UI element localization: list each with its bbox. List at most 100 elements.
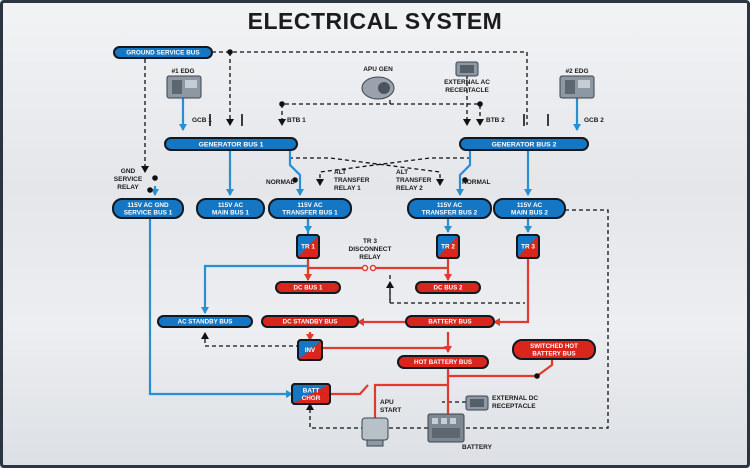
- hot-battery-bus-label: HOT BATTERY BUS: [414, 359, 472, 366]
- apu-start-icon: [361, 417, 389, 447]
- tr3-disconnect-relay-label: TR 3: [363, 238, 377, 245]
- 115v-ac-transfer-bus-2-label: TRANSFER BUS 2: [422, 209, 478, 216]
- gnd-service-relay-label: SERVICE: [114, 176, 143, 183]
- ac-standby-bus-bus-box: AC STANDBY BUS: [157, 315, 253, 328]
- dc-bus-2-bus-box: DC BUS 2: [415, 281, 481, 294]
- tr3-disconnect-relay-label: RELAY: [359, 254, 381, 261]
- 115v-ac-main-bus-1-label: 115V AC: [218, 202, 244, 209]
- wire-apu-btb1: [278, 100, 391, 126]
- tr-3-bus-box: TR 3: [516, 234, 540, 259]
- ext-dc-receptacle-icon: [465, 395, 489, 411]
- gnd-service-relay-label: GND: [121, 168, 136, 175]
- switched-hot-battery-bus-label: BATTERY BUS: [532, 350, 575, 357]
- generator-bus-1-label: GENERATOR BUS 1: [199, 141, 264, 148]
- btb1-label: BTB 1: [287, 117, 306, 124]
- alt-relay1-node: [292, 177, 298, 183]
- battery-bus-bus-box: BATTERY BUS: [405, 315, 495, 328]
- wire-chgr-out: [330, 384, 369, 396]
- bus-layer: GROUND SERVICE BUS GENERATOR BUS 1 GENERAT…: [112, 46, 596, 405]
- tr-1-bus-box: TR 1: [296, 234, 320, 259]
- alt-transfer-relay-1-label: ALT: [334, 169, 346, 176]
- 115v-ac-transfer-bus-1-label: TRANSFER BUS 1: [282, 209, 338, 216]
- apu-start-label: APU: [380, 399, 394, 406]
- tr-3-dc-half: [517, 235, 539, 258]
- tr-2-label: TR 2: [441, 244, 455, 251]
- battery-bus-label: BATTERY BUS: [428, 319, 471, 326]
- battery-label: BATTERY: [462, 444, 493, 451]
- apu-start-label: START: [380, 407, 401, 414]
- gcb2-label: GCB 2: [584, 117, 604, 124]
- generator-bus-2-label: GENERATOR BUS 2: [492, 141, 557, 148]
- batt-chgr-label: BATT: [303, 388, 320, 395]
- external-ac-receptacle-label: RECEPTACLE: [445, 87, 489, 94]
- wire-switched-hot: [448, 358, 554, 378]
- btb1-node: [279, 101, 285, 107]
- gsb-node: [227, 49, 233, 55]
- tr-3-label: TR 3: [521, 244, 535, 251]
- 115v-ac-main-bus-2-label: MAIN BUS 2: [511, 209, 548, 216]
- wire-main2-chgr: [306, 209, 609, 429]
- wire-ground-service-bus: [212, 51, 528, 125]
- ac-standby-bus-label: AC STANDBY BUS: [178, 319, 233, 326]
- inv-bus-box: INV: [297, 339, 323, 361]
- apu-gen-icon: [361, 76, 395, 100]
- gcb1-label: GCB 1: [192, 117, 212, 124]
- gnd-relay-node-b: [147, 187, 153, 193]
- switched-hot-battery-bus-label: SWITCHED HOT: [530, 343, 578, 350]
- alt-transfer-relay-2-label: RELAY 2: [396, 185, 423, 192]
- tr3-disconnect-relay: [361, 264, 377, 272]
- ac-wires: [148, 95, 581, 398]
- normal-2-label: NORMAL: [462, 179, 491, 186]
- switched-hot-node: [534, 373, 540, 379]
- gnd-service-relay-label: RELAY: [117, 184, 139, 191]
- external-dc-receptacle-label: RECEPTACLE: [492, 403, 536, 410]
- btb2-label: BTB 2: [486, 117, 505, 124]
- tr-1-label: TR 1: [301, 244, 315, 251]
- inv-dc-half: [298, 340, 322, 360]
- 115v-ac-main-bus-1-label: MAIN BUS 1: [212, 209, 249, 216]
- dc-standby-bus-label: DC STANDBY BUS: [283, 319, 338, 326]
- 115v-ac-transfer-bus-2-label: 115V AC: [437, 202, 463, 209]
- generator-bus-2-bus-box: GENERATOR BUS 2: [459, 137, 589, 151]
- generator-bus-1-bus-box: GENERATOR BUS 1: [164, 137, 298, 151]
- alt-transfer-relay-1-label: TRANSFER: [334, 177, 370, 184]
- tr3-disconnect-relay-label: DISCONNECT: [349, 246, 392, 253]
- dc-bus-1-bus-box: DC BUS 1: [275, 281, 341, 294]
- 115v-ac-transfer-bus-1-label: 115V AC: [297, 202, 323, 209]
- ext-ac-receptacle-icon: [455, 61, 479, 77]
- alt-transfer-relay-2-label: TRANSFER: [396, 177, 432, 184]
- 115v-ac-main-bus-2-label: 115V AC: [517, 202, 543, 209]
- wire-gsb-chgr: [148, 218, 293, 398]
- dc-bus-2-label: DC BUS 2: [434, 285, 463, 292]
- edg2-icon: [559, 75, 595, 99]
- alt-relay2-node: [462, 177, 468, 183]
- normal-1-label: NORMAL: [266, 179, 295, 186]
- batt-chgr-dc-half: [292, 384, 330, 404]
- diagram-title: ELECTRICAL SYSTEM: [247, 8, 503, 34]
- btb2-node: [477, 101, 483, 107]
- dc-bus-1-label: DC BUS 1: [294, 285, 323, 292]
- gnd-relay-node: [152, 175, 158, 181]
- battery-icon: [427, 413, 465, 443]
- wire-gen2-xfr2: [456, 150, 472, 196]
- wire-alt-transfer-2: [316, 150, 471, 186]
- relay-symbols: [147, 49, 549, 379]
- 115v-ac-gnd-service-bus-1-label: SERVICE BUS 1: [124, 209, 173, 216]
- edg1-icon: [166, 75, 202, 99]
- hot-battery-bus-bus-box: HOT BATTERY BUS: [397, 355, 489, 369]
- wire-inv-acstby: [201, 332, 300, 347]
- edg1-label: #1 EDG: [171, 68, 194, 75]
- wire-gen1-xfr1: [288, 150, 304, 196]
- ground-service-bus-bus-box: GROUND SERVICE BUS: [113, 46, 213, 59]
- external-ac-receptacle-label: EXTERNAL AC: [444, 79, 490, 86]
- wire-xfr1-acstby: [201, 218, 310, 314]
